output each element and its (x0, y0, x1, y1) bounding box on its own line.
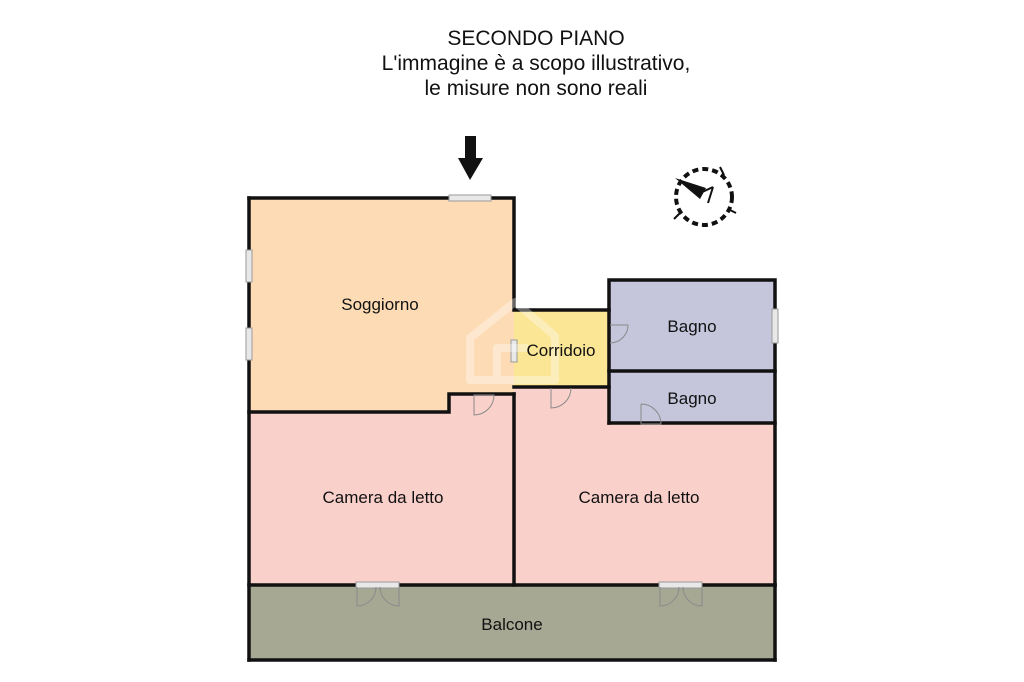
label-bagno-2: Bagno (667, 389, 716, 408)
room-bagno-2 (609, 371, 775, 423)
disclaimer-line-2: le misure non sono reali (424, 77, 648, 100)
window-left-1 (245, 249, 253, 283)
label-bagno-1: Bagno (667, 317, 716, 336)
door-balcony-1-right (379, 586, 400, 607)
label-camera-2: Camera da letto (579, 488, 700, 507)
door-camera-1 (473, 394, 495, 416)
balcony-door-1 (355, 581, 400, 589)
room-soggiorno (249, 198, 514, 412)
room-bagno-1 (609, 280, 775, 371)
label-soggiorno: Soggiorno (341, 295, 419, 314)
floor-title: SECONDO PIANO (447, 27, 625, 50)
windows (245, 194, 779, 589)
window-left-2 (245, 327, 253, 361)
door-balcony-1-left (356, 586, 377, 607)
balcony-door-2 (658, 581, 703, 589)
door-camera-2 (550, 387, 572, 409)
entrance-opening (448, 194, 492, 202)
door-swings (356, 324, 703, 607)
disclaimer-line-1: L'immagine è a scopo illustrativo, (381, 52, 691, 75)
window-bagno (771, 308, 779, 344)
arrow-down-icon (458, 136, 483, 180)
label-corridoio: Corridoio (527, 341, 596, 360)
door-balcony-2-left (659, 586, 680, 607)
door-balcony-2-right (682, 586, 703, 607)
door-frame-corridoio (510, 339, 518, 363)
door-bagno-1 (609, 324, 629, 344)
label-camera-1: Camera da letto (323, 488, 444, 507)
watermark-logo (466, 298, 559, 384)
room-corridoio (514, 310, 609, 387)
door-bagno-2 (640, 403, 662, 425)
plan-header: SECONDO PIANO L'immagine è a scopo illus… (0, 26, 1024, 101)
label-balcone: Balcone (481, 615, 542, 634)
compass-icon (673, 166, 737, 227)
room-camera-1 (249, 394, 514, 585)
room-camera-2 (514, 387, 775, 585)
